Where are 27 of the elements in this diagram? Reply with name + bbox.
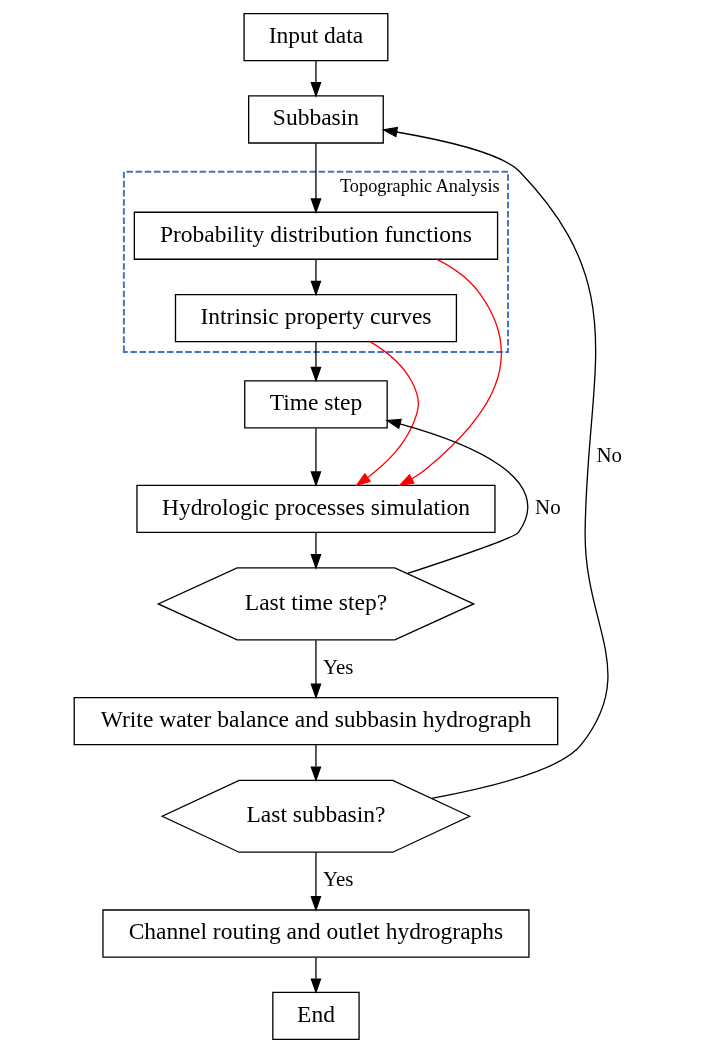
arrow [310,427,322,487]
arrow [310,341,322,383]
arrow [398,258,502,487]
edge-label: Yes [322,654,354,679]
node-box: Input data [243,12,389,62]
edge-label: No [535,494,561,519]
node-box: Channel routing and outlet hydrographs [102,909,530,958]
arrow [310,851,322,912]
arrow [310,60,322,98]
node-box: Write water balance and subbasin hydrograph [73,697,559,746]
node-box: Intrinsic property curves [174,293,458,343]
arrow [310,259,322,297]
arrow [310,639,322,700]
node-box: Subbasin [248,95,384,144]
arrow [310,142,322,214]
arrow [310,531,322,570]
arrow [310,744,322,783]
edge-label: Yes [322,867,354,892]
node-box: Probability distribution functions [133,211,499,260]
arrow [385,418,529,575]
node-box: Time step [244,380,388,429]
node-box: End [272,991,360,1041]
arrow [381,126,609,799]
node-box: Hydrologic processes simulation [136,484,496,533]
arrow [355,340,420,487]
arrow [310,956,322,995]
edge-label: No [596,442,623,467]
